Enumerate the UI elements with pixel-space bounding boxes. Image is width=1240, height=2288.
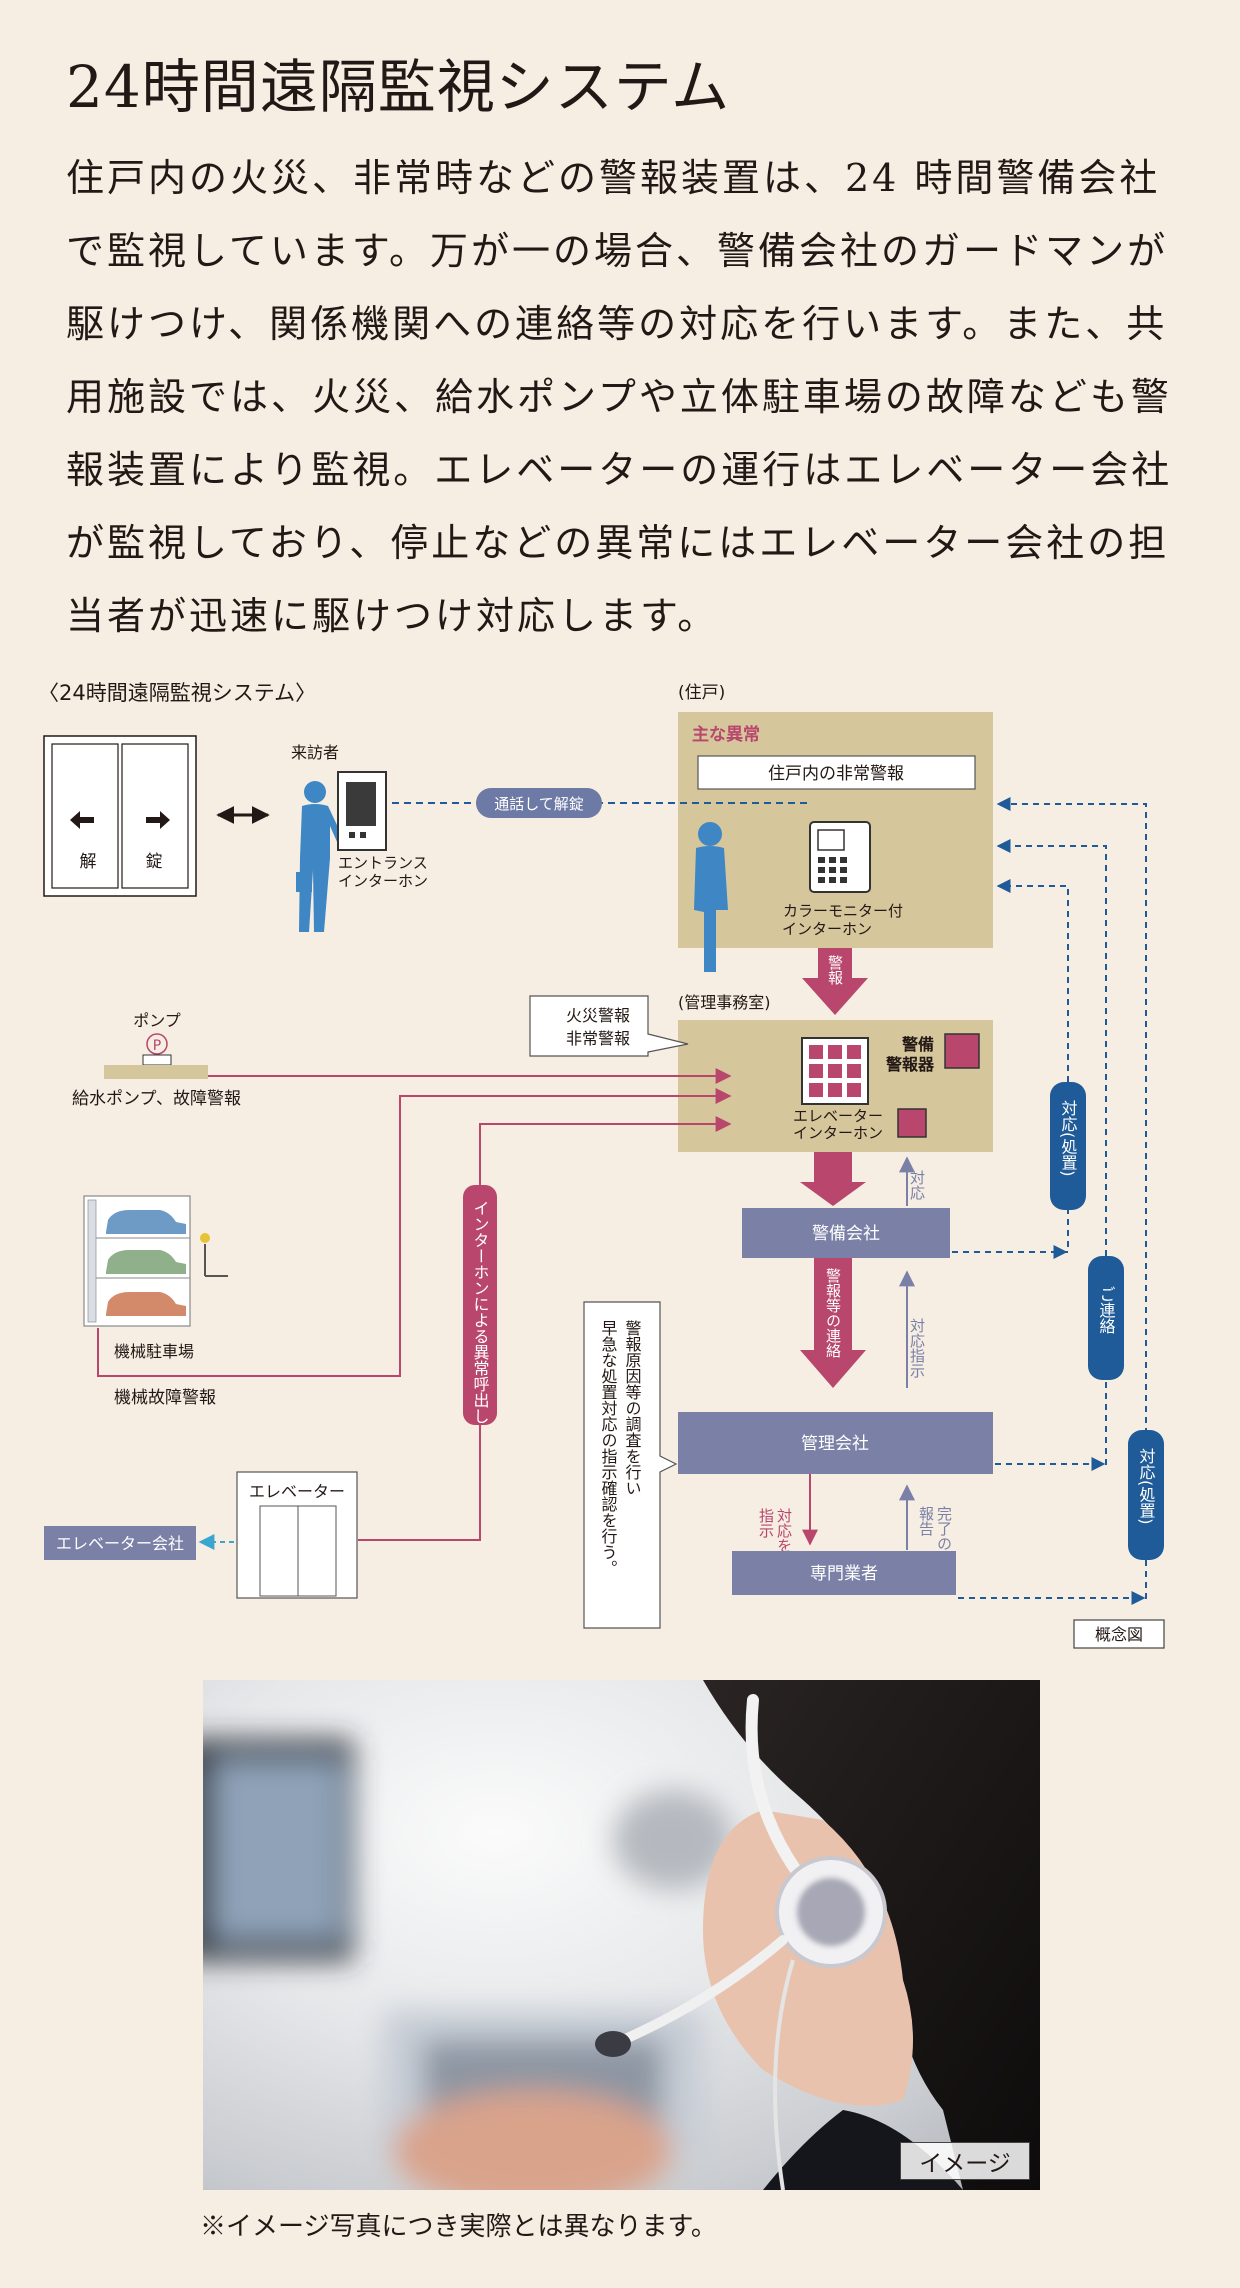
- security-response-label: 対応: [908, 1170, 926, 1201]
- office-to-security-arrow: [800, 1152, 866, 1206]
- instruct-response-label-1: 対応を: [775, 1508, 793, 1553]
- door-unlock-label: 解: [80, 852, 97, 872]
- photo-caption: ※イメージ写真につき実際とは異なります。: [200, 2212, 717, 2242]
- contact-label: ご連絡: [1097, 1286, 1116, 1334]
- alarm-arrow: [802, 948, 868, 1015]
- instruct-response-label-2: 指示: [757, 1508, 775, 1538]
- intercom-call-badge: [463, 1185, 497, 1425]
- management-company-label: 管理会社: [801, 1434, 869, 1454]
- pump-symbol-icon: [146, 1033, 168, 1055]
- resident-person-icon: [694, 822, 728, 972]
- investigate-note-line-1: 警報原因等の調査を行い: [623, 1320, 642, 1496]
- response-action-badge-2: [1128, 1430, 1164, 1560]
- unlock-call-label: 通話して解錠: [494, 795, 584, 813]
- color-intercom-icon: [809, 821, 871, 893]
- door-lock-label: 錠: [146, 852, 163, 872]
- entrance-intercom-label-1: エントランス: [338, 854, 428, 872]
- completion-report-label-2: 報告: [917, 1506, 935, 1536]
- elevator-intercom-icon: [801, 1037, 869, 1105]
- elevator-call-line: [358, 1116, 732, 1541]
- guard-alarm-label-1: 警備: [901, 1035, 934, 1054]
- unit-alarm-label: 住戸内の非常警報: [768, 764, 904, 784]
- alarm-arrow-label: 警報: [826, 955, 844, 985]
- pump-ground: [104, 1065, 208, 1079]
- response-action-badge-1: [1050, 1082, 1086, 1210]
- entrance-intercom-label-2: インターホン: [338, 872, 428, 890]
- photo-label-text: イメージ: [919, 2151, 1011, 2177]
- elevator-company-box: [44, 1526, 196, 1560]
- color-intercom-label-1: カラーモニター付: [783, 902, 903, 920]
- unlock-call-badge: [476, 788, 602, 818]
- pump-alarm-label: 給水ポンプ、故障警報: [72, 1089, 241, 1109]
- elevator-company-label: エレベーター会社: [56, 1534, 184, 1553]
- office-device: [897, 1108, 927, 1138]
- elevator-intercom-label-2: インターホン: [793, 1124, 883, 1142]
- alarm-contact-arrow: [800, 1258, 866, 1388]
- alarm-contact-label: 警報等の連絡: [824, 1268, 842, 1358]
- elevator-intercom-label-1: エレベーター: [793, 1107, 883, 1125]
- investigate-note-line-2: 早急な処置対応の指示確認を行う。: [599, 1320, 618, 1576]
- response-action-label-1: 対応(処置): [1059, 1100, 1078, 1176]
- unit-label: (住戸): [678, 683, 725, 703]
- investigate-note-callout: [583, 1301, 678, 1629]
- visitor-label: 来訪者: [291, 743, 339, 762]
- parking-label: 機械駐車場: [114, 1342, 194, 1361]
- security-company-box: [742, 1208, 950, 1258]
- parking-alarm-line: [97, 1088, 732, 1377]
- security-company-label: 警備会社: [812, 1224, 880, 1244]
- visitor-person-icon: [296, 781, 344, 932]
- management-company-box: [678, 1412, 993, 1474]
- parking-alarm-label: 機械故障警報: [114, 1388, 216, 1408]
- page-title: 24時間遠隔監視システム: [66, 53, 731, 121]
- diagram-heading: 〈24時間遠隔監視システム〉: [38, 681, 316, 705]
- pump-label: ポンプ: [133, 1011, 181, 1030]
- guard-alarm-device: [944, 1033, 980, 1069]
- elevator-label: エレベーター: [249, 1482, 345, 1501]
- operator-photo: イメージ: [203, 1680, 1040, 2190]
- fire-alarm-callout: [529, 995, 689, 1057]
- operator-figure: [595, 1680, 1040, 2190]
- main-alert-label: 主な異常: [692, 724, 760, 745]
- parking-icon: [83, 1195, 228, 1327]
- color-intercom-label-2: インターホン: [782, 920, 872, 938]
- unit-alarm-box: [697, 755, 976, 790]
- response-action-label-2: 対応(処置): [1137, 1448, 1156, 1524]
- response-instruction-label: 対応指示: [908, 1318, 926, 1378]
- completion-report-label-1: 完了の: [935, 1506, 953, 1551]
- photo-label: イメージ: [900, 2142, 1030, 2180]
- intercom-call-label: インターホンによる異常呼出し: [471, 1200, 490, 1424]
- contact-badge: [1088, 1256, 1124, 1380]
- guard-alarm-label-2: 警報器: [885, 1055, 935, 1074]
- pump-symbol: P: [153, 1038, 161, 1054]
- entrance-intercom-icon: [337, 771, 387, 851]
- fire-alarm-label-1: 火災警報: [566, 1006, 630, 1025]
- auto-door-icon: [43, 735, 197, 897]
- office-label: (管理事務室): [678, 993, 771, 1012]
- pump-base: [142, 1054, 172, 1066]
- fire-alarm-label-2: 非常警報: [566, 1029, 630, 1048]
- monitoring-diagram: 〈24時間遠隔監視システム〉 (住戸) 主な異常 住戸内の非常警報 カラーモニタ…: [38, 681, 1165, 1649]
- contractor-box: [732, 1551, 956, 1595]
- contractor-label: 専門業者: [810, 1564, 878, 1584]
- concept-label: 概念図: [1095, 1625, 1143, 1644]
- body-text: 住戸内の火災、非常時などの警報装置は、24 時間警備会社で監視しています。万が一…: [66, 156, 1173, 638]
- concept-label-box: [1073, 1619, 1165, 1649]
